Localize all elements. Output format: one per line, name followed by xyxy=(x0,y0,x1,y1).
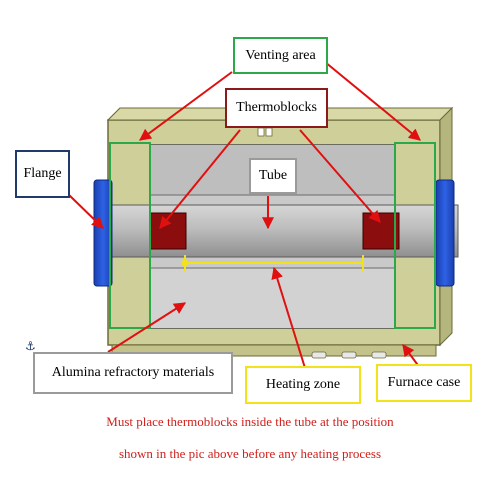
label-thermoblocks: Thermoblocks xyxy=(225,88,328,128)
flange-left xyxy=(93,179,113,287)
label-venting-area: Venting area xyxy=(233,37,328,74)
venting-area-right xyxy=(394,142,436,329)
label-heating-zone: Heating zone xyxy=(245,366,361,404)
thermoblock-right xyxy=(362,212,400,250)
label-alumina: Alumina refractory materials xyxy=(33,352,233,394)
warning-note-line1: Must place thermoblocks inside the tube … xyxy=(106,414,394,429)
venting-area-left xyxy=(109,142,151,329)
pointer-arrows xyxy=(66,61,421,369)
anchor-icon: ⚓ xyxy=(25,339,36,353)
flange-right xyxy=(435,179,455,287)
warning-note-line2: shown in the pic above before any heatin… xyxy=(118,446,382,461)
label-furnace-case: Furnace case xyxy=(376,364,472,402)
label-tube: Tube xyxy=(249,158,297,194)
heating-zone-bracket xyxy=(181,255,364,272)
label-flange: Flange xyxy=(15,150,70,198)
